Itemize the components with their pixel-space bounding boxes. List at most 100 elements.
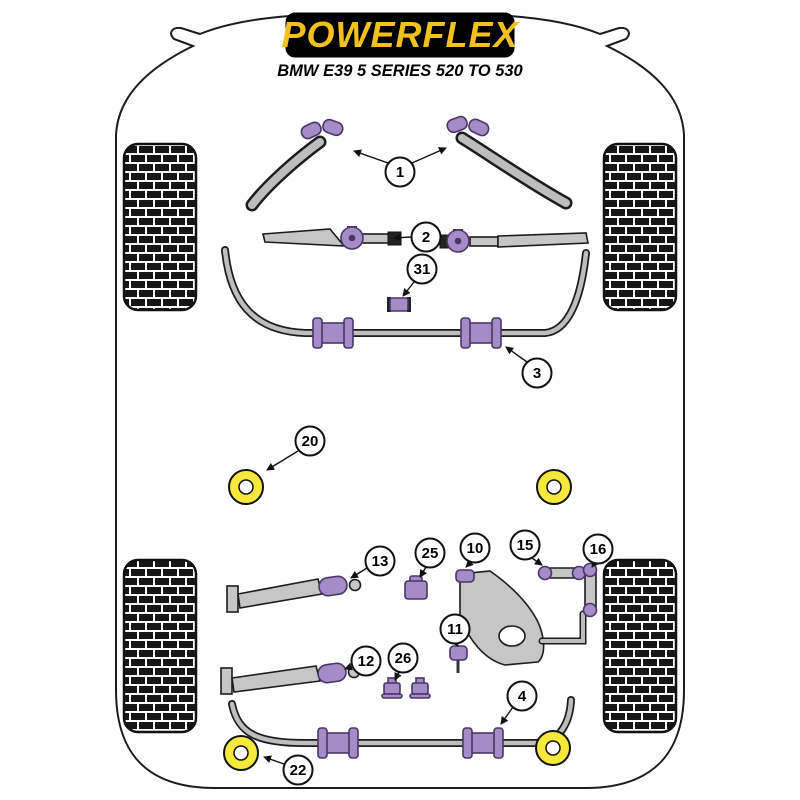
callout-12-label: 12	[358, 653, 375, 670]
callout-11-label: 11	[447, 621, 463, 638]
front-arb-bushing-right	[460, 317, 502, 349]
callout-20-label: 20	[302, 433, 319, 450]
subframe-mount-front-left	[228, 469, 264, 505]
subframe-mount-rear-right	[535, 730, 571, 766]
bushing-25	[404, 580, 428, 600]
brand-header: POWERFLEX BMW E39 5 SERIES 520 TO 530	[277, 12, 524, 80]
callout-3-label: 3	[533, 365, 541, 382]
callout-11: 11	[439, 613, 471, 647]
bushing-10	[455, 569, 475, 583]
callout-10-badge	[459, 532, 491, 564]
callout-31: 31	[402, 253, 438, 297]
tire-front-right	[602, 142, 678, 312]
callout-22-arrow	[263, 755, 285, 765]
callout-15-arrow	[531, 557, 543, 566]
callout-10-label: 10	[467, 540, 484, 557]
callout-20-badge	[294, 425, 326, 457]
front-arb-bushing-left	[312, 317, 354, 349]
front-lower-arm-right	[497, 232, 589, 248]
link-16-bushing-top	[582, 562, 598, 578]
callout-25: 25	[414, 537, 446, 578]
bushing-11	[449, 645, 468, 661]
bushing-26-b	[409, 677, 431, 699]
callout-4-label: 4	[518, 688, 527, 705]
callout-3-arrow	[505, 346, 528, 363]
callout-31-label: 31	[414, 261, 431, 278]
callout-1-badge	[384, 156, 416, 188]
rear-lower-arm-bracket	[220, 667, 233, 695]
callout-16-badge	[582, 533, 614, 565]
callout-13: 13	[350, 545, 396, 579]
brand-logo-text: POWERFLEX	[281, 14, 519, 55]
rear-arb-bushing-right	[462, 727, 504, 759]
callout-3: 3	[505, 346, 553, 389]
bushing-26-a	[381, 677, 403, 699]
link-15-bushing-a	[537, 565, 553, 581]
callout-22: 22	[263, 754, 314, 786]
vehicle-subtitle: BMW E39 5 SERIES 520 TO 530	[277, 62, 523, 80]
front-upper-bushing-left-a	[300, 121, 322, 140]
tire-rear-left	[122, 558, 198, 734]
callout-13-label: 13	[372, 553, 389, 570]
callout-26: 26	[387, 642, 419, 681]
callout-22-label: 22	[290, 762, 307, 779]
callout-13-arrow	[350, 567, 368, 579]
callout-4-badge	[506, 680, 538, 712]
callout-25-label: 25	[422, 545, 439, 562]
callout-1-arrow-left	[353, 149, 389, 164]
subframe-mount-front-right	[536, 469, 572, 505]
callout-15-label: 15	[517, 537, 534, 554]
callout-4-arrow	[500, 706, 514, 725]
front-upper-bushing-left-b	[322, 118, 344, 137]
yellow-mounts-layer	[223, 469, 572, 771]
front-upper-bushing-right-b	[468, 118, 490, 137]
callout-2-arrow	[393, 233, 412, 242]
subframe-mount-rear-left	[223, 735, 259, 771]
callout-1-arrow-right	[411, 147, 447, 164]
callout-26-arrow	[394, 671, 402, 681]
bushing-31	[389, 297, 409, 312]
rear-upper-arm-bushing	[318, 575, 348, 597]
callout-20-arrow	[266, 450, 299, 471]
callout-13-badge	[364, 545, 396, 577]
callout-31-badge	[406, 253, 438, 285]
rear-upper-arm-bracket	[226, 585, 239, 613]
rear-lower-arm	[231, 665, 322, 693]
front-upper-bushing-right-a	[446, 115, 468, 134]
callout-12: 12	[344, 645, 382, 677]
callout-20: 20	[266, 425, 326, 471]
callout-31-arrow	[402, 281, 415, 297]
purple-bushings-layer	[300, 115, 598, 759]
callout-3-badge	[521, 357, 553, 389]
metal-parts-layer	[220, 131, 597, 747]
link-16-bushing-bottom	[582, 602, 598, 618]
tire-rear-right	[602, 558, 678, 734]
callout-11-badge	[439, 613, 471, 645]
callout-4: 4	[500, 680, 538, 725]
callout-22-badge	[282, 754, 314, 786]
callout-25-badge	[414, 537, 446, 569]
callout-15: 15	[509, 529, 543, 566]
callout-2-label: 2	[422, 229, 430, 246]
callout-2-badge	[410, 221, 442, 253]
callout-26-label: 26	[395, 650, 412, 667]
callout-10: 10	[459, 532, 491, 568]
callout-16: 16	[582, 533, 614, 568]
callout-26-badge	[387, 642, 419, 674]
clamp-plate-right	[407, 297, 411, 312]
logo-panel	[285, 12, 515, 58]
tire-front-left	[122, 142, 198, 312]
callout-1-label: 1	[396, 164, 404, 181]
callout-1: 1	[353, 147, 447, 188]
callout-12-badge	[350, 645, 382, 677]
callout-25-arrow	[419, 566, 428, 578]
callout-10-arrow	[465, 559, 474, 568]
callout-16-label: 16	[590, 541, 607, 558]
callouts-layer: 1 2 31 3 20 13 25	[263, 147, 614, 786]
callout-15-badge	[509, 529, 541, 561]
clamp-plate-left	[387, 297, 391, 312]
callout-2: 2	[393, 221, 442, 253]
rear-arb-bushing-left	[317, 727, 359, 759]
